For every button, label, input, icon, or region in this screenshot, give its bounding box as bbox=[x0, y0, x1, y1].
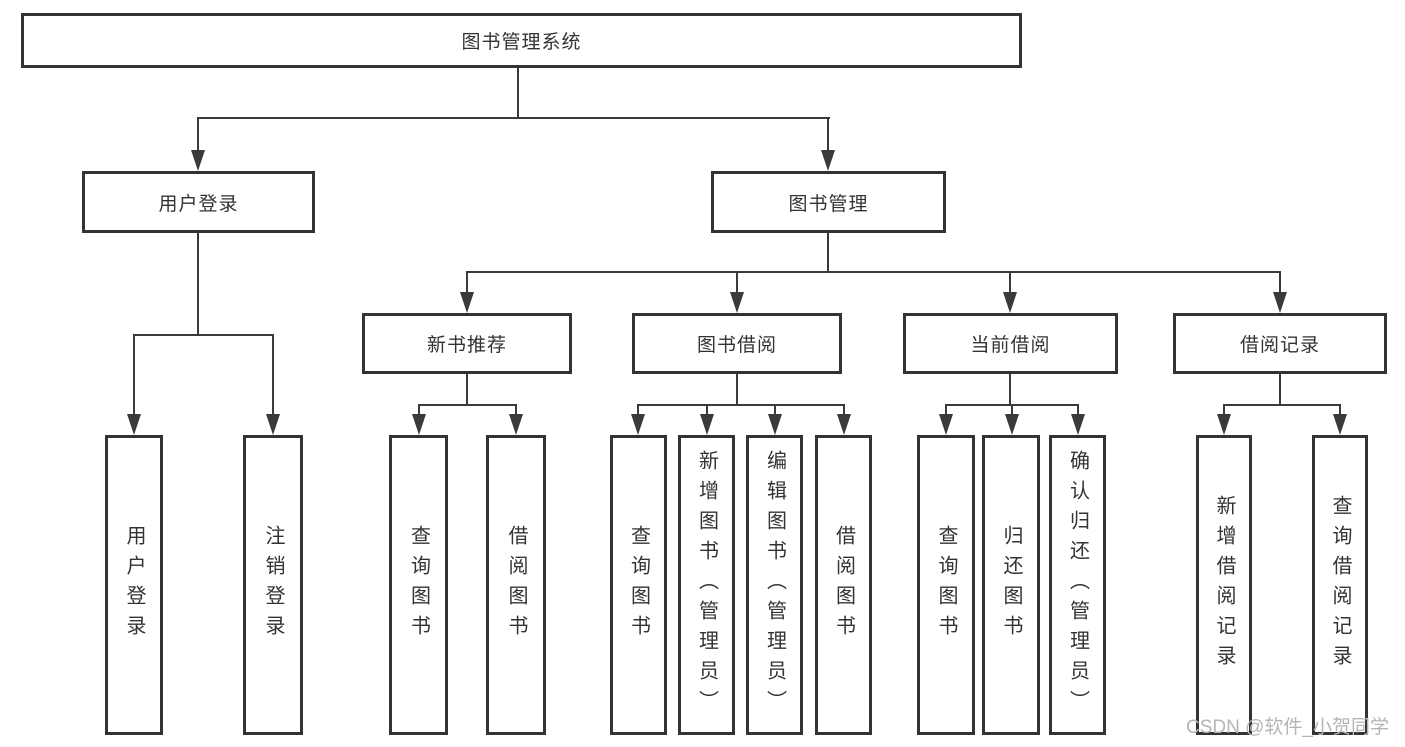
connector-drop bbox=[133, 334, 135, 416]
connector-drop bbox=[736, 271, 738, 294]
node-library-system-label: 图书管理系统 bbox=[461, 32, 582, 53]
arrowhead-down-icon bbox=[1273, 292, 1287, 313]
node-borrowing-records: 借阅记录 bbox=[1173, 313, 1387, 374]
connector-records-rail bbox=[1223, 404, 1341, 406]
leaf-edit-book-admin-label: 编辑图书（管理员） bbox=[763, 450, 786, 720]
arrowhead-down-icon bbox=[768, 414, 782, 435]
node-user-login: 用户登录 bbox=[82, 171, 315, 233]
connector-recommend-rail bbox=[418, 404, 517, 406]
node-new-book-recommend-label: 新书推荐 bbox=[426, 335, 507, 356]
connector-drop bbox=[637, 404, 639, 416]
connector-drop bbox=[418, 404, 420, 416]
csdn-watermark: CSDN @软件_小贺同学 bbox=[1186, 717, 1389, 738]
node-new-book-recommend: 新书推荐 bbox=[362, 313, 572, 374]
arrowhead-down-icon bbox=[1071, 414, 1085, 435]
connector-records-stem bbox=[1279, 374, 1281, 406]
leaf-borrow-books-label: 借阅图书 bbox=[832, 525, 855, 645]
connector-drop bbox=[1223, 404, 1225, 416]
leaf-borrow-books-recommend-label: 借阅图书 bbox=[505, 525, 527, 645]
arrowhead-down-icon bbox=[460, 292, 474, 313]
leaf-query-books-recommend: 查询图书 bbox=[389, 435, 448, 735]
connector-drop bbox=[1339, 404, 1341, 416]
leaf-query-books-borrowing-label: 查询图书 bbox=[627, 525, 650, 645]
connector-drop bbox=[515, 404, 517, 416]
leaf-return-books-label: 归还图书 bbox=[1000, 525, 1022, 645]
arrowhead-down-icon bbox=[700, 414, 714, 435]
leaf-confirm-return-admin-label: 确认归还（管理员） bbox=[1066, 450, 1089, 720]
arrowhead-down-icon bbox=[127, 414, 141, 435]
arrowhead-down-icon bbox=[412, 414, 426, 435]
arrowhead-down-icon bbox=[266, 414, 280, 435]
connector-drop bbox=[1011, 404, 1013, 416]
node-borrowing-records-label: 借阅记录 bbox=[1239, 335, 1320, 356]
leaf-query-books-current: 查询图书 bbox=[917, 435, 975, 735]
leaf-query-books-borrowing: 查询图书 bbox=[610, 435, 667, 735]
node-book-borrowing-label: 图书借阅 bbox=[696, 335, 777, 356]
connector-root-stem bbox=[517, 68, 519, 119]
leaf-add-book-admin-label: 新增图书（管理员） bbox=[695, 450, 718, 720]
connector-book-mgmt-stem bbox=[827, 233, 829, 273]
arrowhead-down-icon bbox=[730, 292, 744, 313]
leaf-add-book-admin: 新增图书（管理员） bbox=[678, 435, 735, 735]
connector-drop bbox=[945, 404, 947, 416]
connector-drop bbox=[827, 117, 829, 153]
connector-drop bbox=[466, 271, 468, 294]
node-current-borrowing-label: 当前借阅 bbox=[970, 335, 1051, 356]
leaf-query-books-recommend-label: 查询图书 bbox=[407, 525, 430, 645]
connector-root-rail bbox=[197, 117, 830, 119]
arrowhead-down-icon bbox=[191, 150, 205, 171]
arrowhead-down-icon bbox=[837, 414, 851, 435]
connector-drop bbox=[843, 404, 845, 416]
node-book-management: 图书管理 bbox=[711, 171, 946, 233]
leaf-query-borrow-record-label: 查询借阅记录 bbox=[1329, 495, 1351, 675]
arrowhead-down-icon bbox=[631, 414, 645, 435]
connector-drop bbox=[197, 117, 199, 153]
leaf-borrow-books: 借阅图书 bbox=[815, 435, 872, 735]
leaf-logout-label: 注销登录 bbox=[262, 525, 284, 645]
leaf-query-books-current-label: 查询图书 bbox=[935, 525, 957, 645]
leaf-logout: 注销登录 bbox=[243, 435, 303, 735]
arrowhead-down-icon bbox=[1003, 292, 1017, 313]
connector-borrowing-stem bbox=[736, 374, 738, 406]
node-book-management-label: 图书管理 bbox=[788, 193, 869, 215]
leaf-user-login: 用户登录 bbox=[105, 435, 163, 735]
leaf-add-borrow-record-label: 新增借阅记录 bbox=[1213, 495, 1235, 675]
connector-drop bbox=[774, 404, 776, 416]
arrowhead-down-icon bbox=[939, 414, 953, 435]
connector-current-stem bbox=[1009, 374, 1011, 406]
leaf-add-borrow-record: 新增借阅记录 bbox=[1196, 435, 1252, 735]
leaf-confirm-return-admin: 确认归还（管理员） bbox=[1049, 435, 1106, 735]
leaf-return-books: 归还图书 bbox=[982, 435, 1040, 735]
arrowhead-down-icon bbox=[1005, 414, 1019, 435]
connector-drop bbox=[1279, 271, 1281, 294]
node-current-borrowing: 当前借阅 bbox=[903, 313, 1118, 374]
arrowhead-down-icon bbox=[509, 414, 523, 435]
node-book-borrowing: 图书借阅 bbox=[632, 313, 842, 374]
leaf-edit-book-admin: 编辑图书（管理员） bbox=[746, 435, 803, 735]
arrowhead-down-icon bbox=[821, 150, 835, 171]
connector-drop bbox=[1009, 271, 1011, 294]
connector-drop bbox=[706, 404, 708, 416]
leaf-borrow-books-recommend: 借阅图书 bbox=[486, 435, 546, 735]
node-user-login-label: 用户登录 bbox=[158, 193, 239, 215]
node-library-system: 图书管理系统 bbox=[21, 13, 1022, 68]
connector-user-login-rail bbox=[133, 334, 274, 336]
leaf-user-login-label: 用户登录 bbox=[123, 525, 145, 645]
arrowhead-down-icon bbox=[1333, 414, 1347, 435]
connector-borrowing-rail bbox=[637, 404, 845, 406]
arrowhead-down-icon bbox=[1217, 414, 1231, 435]
connector-book-mgmt-rail bbox=[466, 271, 1281, 273]
connector-recommend-stem bbox=[466, 374, 468, 406]
connector-drop bbox=[1077, 404, 1079, 416]
connector-user-login-stem bbox=[197, 233, 199, 336]
leaf-query-borrow-record: 查询借阅记录 bbox=[1312, 435, 1368, 735]
connector-drop bbox=[272, 334, 274, 416]
